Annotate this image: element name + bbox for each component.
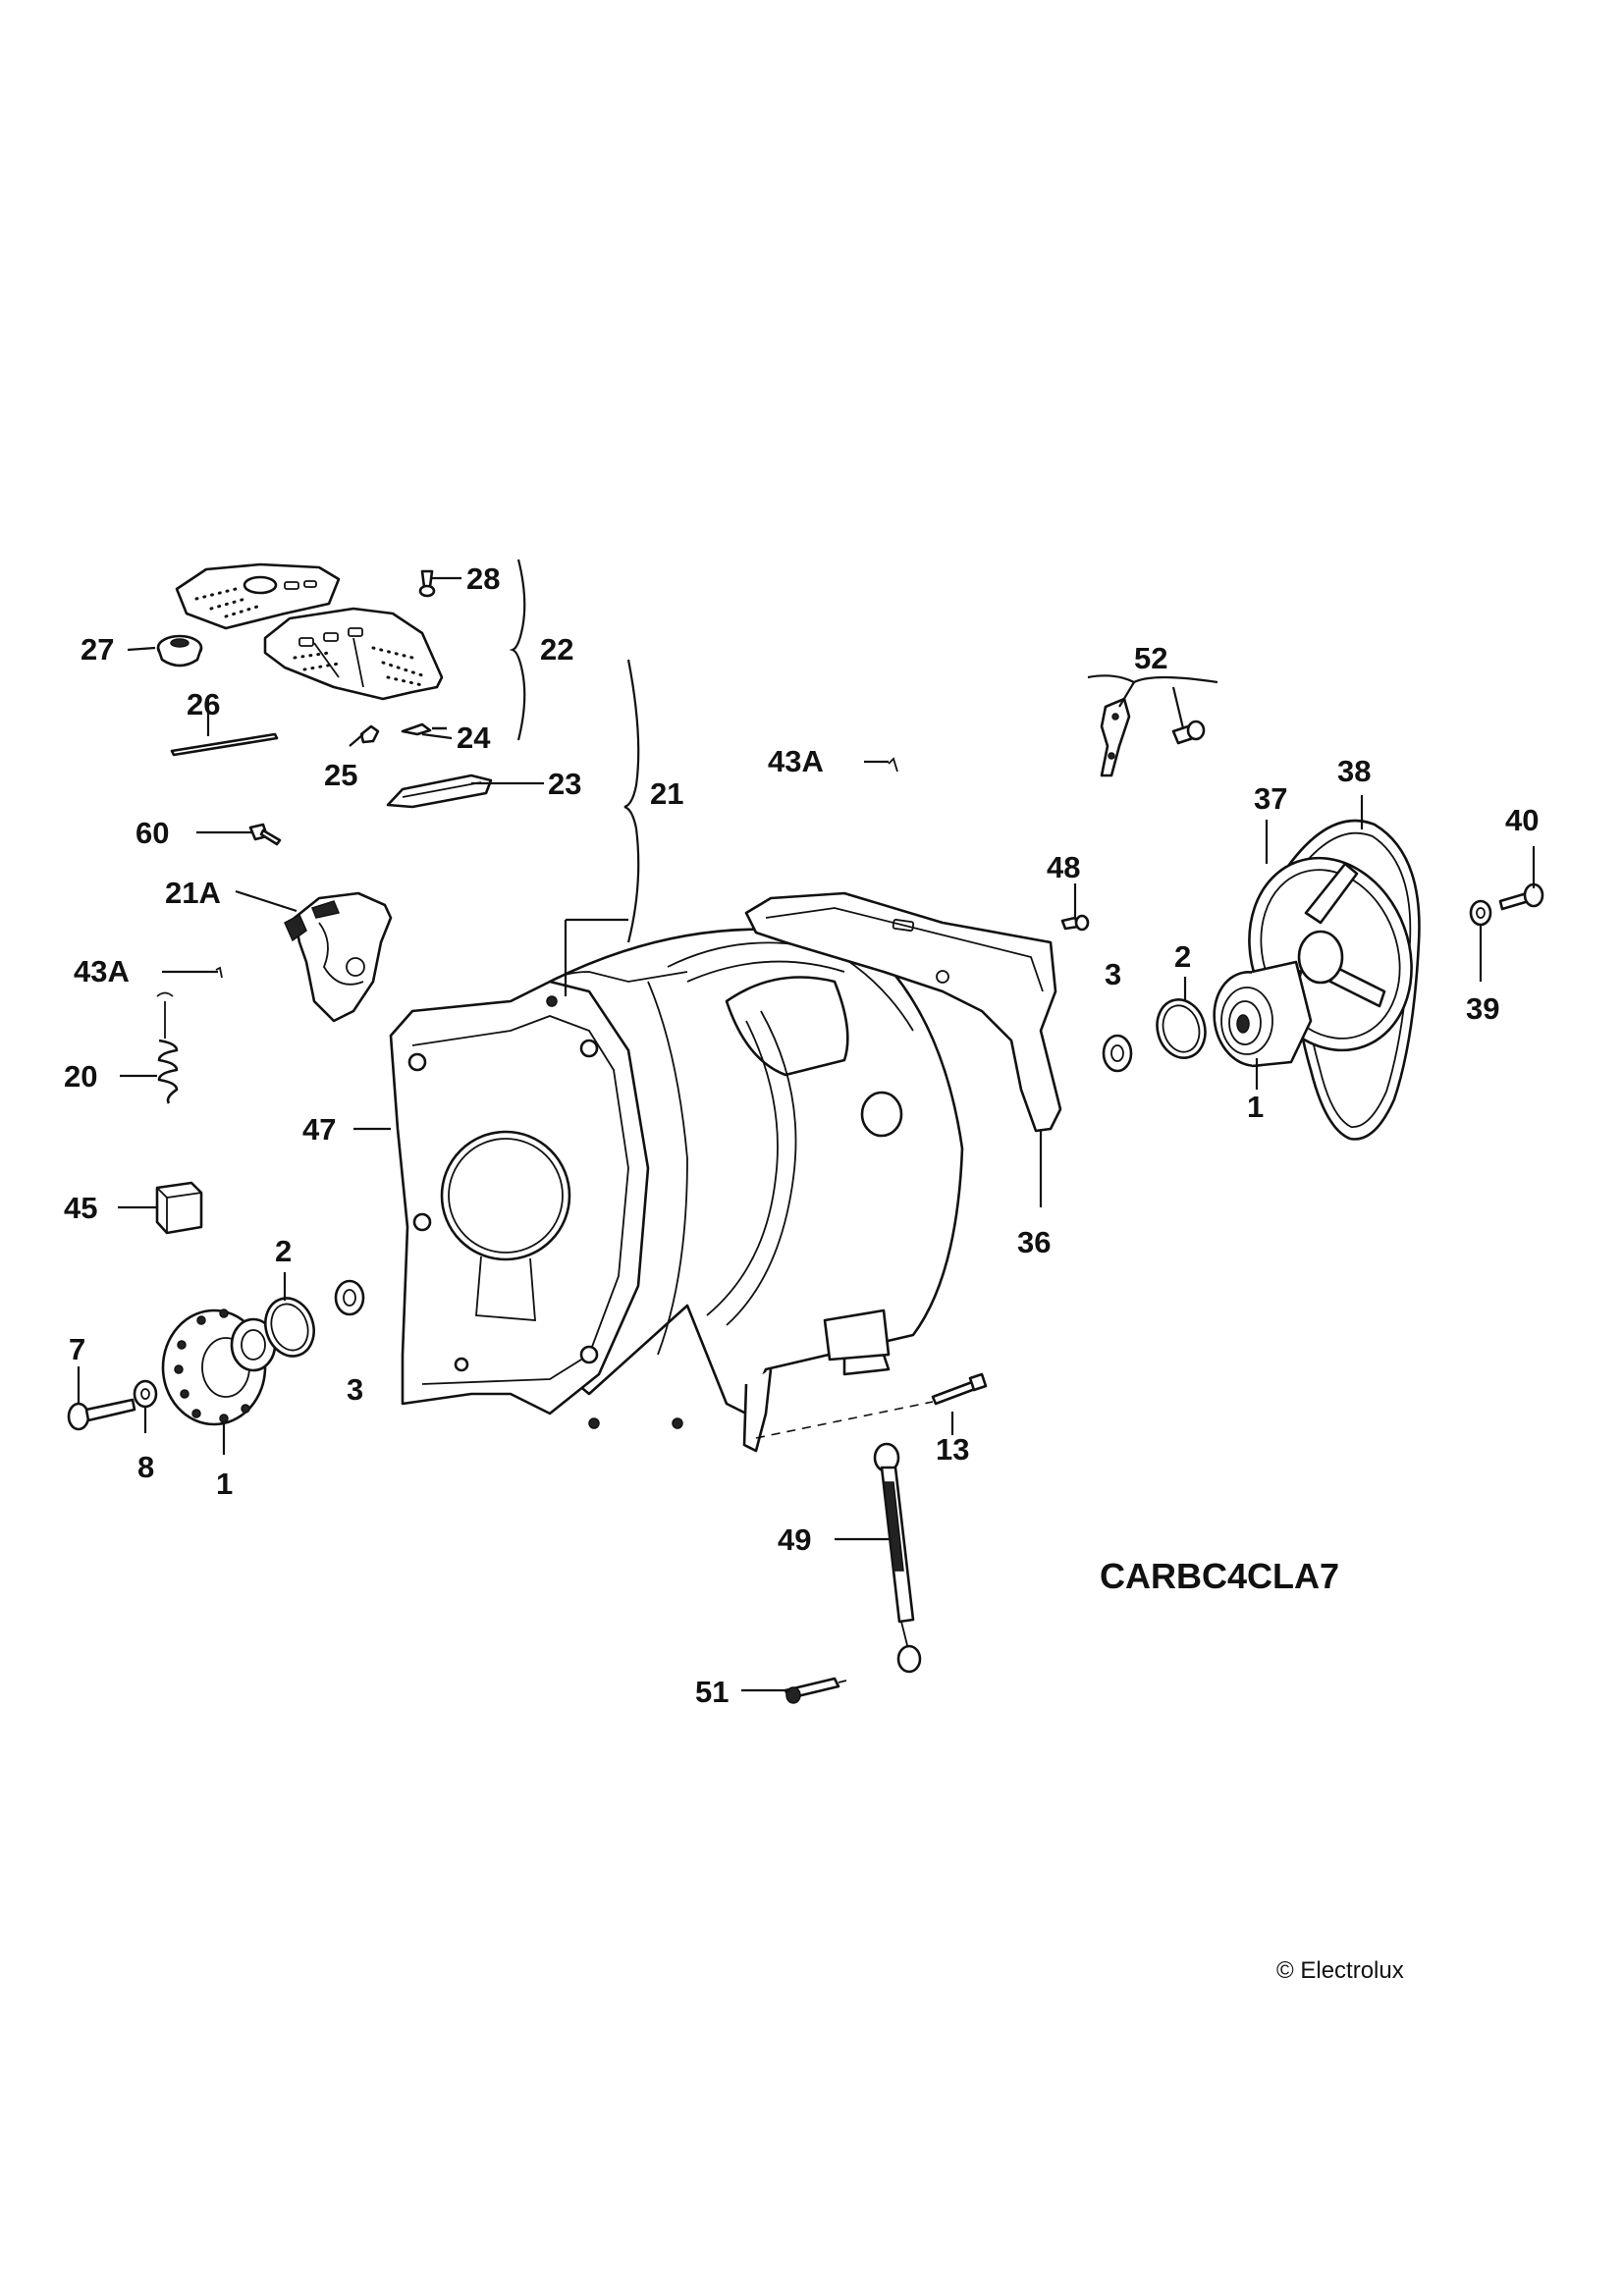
shock-absorber-49 [873,1442,922,1674]
bearing-housing-1-right [1213,960,1313,1068]
label-2-right: 2 [1174,939,1191,974]
filter-plate-part [263,607,444,701]
label-3-right: 3 [1105,957,1121,991]
label-21a: 21A [165,876,221,910]
tub-cover-36 [744,891,1062,1133]
label-43a-top: 43A [768,744,824,778]
spring-20 [156,991,179,1104]
rod-26 [170,732,279,757]
screw-28 [418,569,436,598]
label-52: 52 [1134,641,1167,675]
top-cover-part [175,562,341,630]
label-39: 39 [1466,991,1499,1026]
clip-43a-top [888,757,898,773]
bolt-7 [67,1398,136,1431]
washer-8 [133,1379,158,1409]
washer-3-left [334,1279,365,1316]
label-40: 40 [1505,803,1539,837]
label-51: 51 [695,1675,729,1709]
oring-2-right [1156,998,1207,1059]
pad-45 [155,1181,203,1235]
bolt-13 [931,1372,988,1406]
label-38: 38 [1337,754,1371,788]
detergent-cap-part [156,634,203,667]
bearing-housing-1-left [161,1308,277,1426]
bracket-52 [1100,697,1206,777]
tub-shell-47 [389,928,964,1453]
copyright-notice: © Electrolux [1276,1957,1404,1984]
label-22: 22 [540,632,573,667]
screw-48 [1060,914,1090,932]
leader-lines [77,576,1536,1692]
washer-39 [1469,899,1492,927]
label-21: 21 [650,776,683,811]
label-43a-left: 43A [74,954,130,988]
label-60: 60 [135,816,169,850]
label-36: 36 [1017,1225,1051,1259]
label-23: 23 [548,767,581,801]
clip-25 [359,724,380,744]
brace-21 [623,659,640,943]
label-1-left: 1 [216,1467,233,1501]
clip-24 [401,722,447,736]
label-27: 27 [81,632,114,667]
label-7: 7 [69,1332,85,1366]
hinge-bar-23 [386,774,493,809]
label-45: 45 [64,1191,97,1225]
label-25: 25 [324,758,357,792]
label-20: 20 [64,1059,97,1094]
diagram-code: CARBC4CLA7 [1100,1556,1339,1596]
label-37: 37 [1254,781,1287,816]
washer-3-right [1102,1034,1133,1073]
label-49: 49 [778,1522,811,1557]
label-48: 48 [1047,850,1080,884]
brace-22 [509,559,526,741]
label-28: 28 [466,561,500,596]
label-47: 47 [302,1112,336,1147]
screw-60 [248,823,282,846]
pin-51 [784,1677,847,1704]
label-2-left: 2 [275,1234,292,1268]
label-8: 8 [137,1450,154,1484]
bolt-13-alignment-line [755,1401,934,1439]
bolt-40 [1498,882,1544,911]
label-24: 24 [457,721,491,755]
clip-43a-left [215,966,223,979]
label-1-right: 1 [1247,1090,1264,1124]
oring-2-left [264,1297,315,1358]
label-26: 26 [187,687,220,721]
label-3-left: 3 [347,1372,363,1407]
label-13: 13 [936,1432,969,1467]
door-lock-21a [284,891,393,1023]
